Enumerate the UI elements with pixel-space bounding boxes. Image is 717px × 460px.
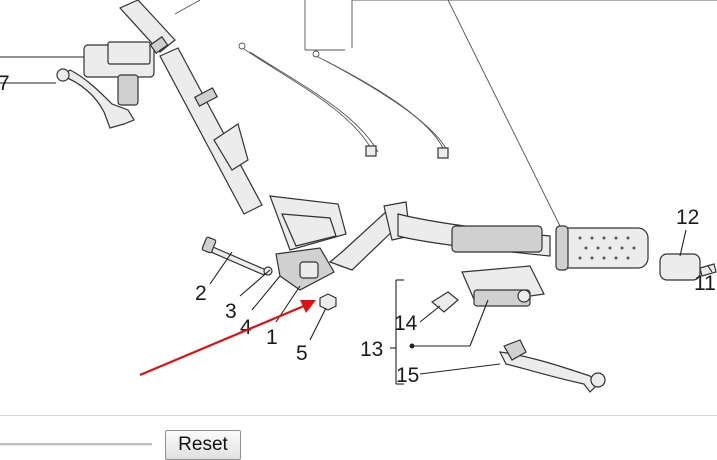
grip [555, 225, 649, 271]
lower-master-cylinder [430, 265, 606, 393]
callout-14: 14 [394, 312, 418, 335]
long-bolt [201, 236, 273, 276]
callout-2: 2 [195, 282, 207, 305]
control-cables [238, 42, 449, 159]
callout-4: 4 [240, 316, 252, 339]
callout-11: 11 [694, 272, 716, 295]
callout-labels: 7 2 3 4 1 5 12 11 14 13 15 [0, 72, 716, 387]
right-tube [328, 201, 551, 271]
reset-button[interactable]: Reset [165, 430, 241, 460]
control-bar: Reset [0, 415, 717, 460]
bar-end-weight [659, 253, 717, 281]
exploded-parts-diagram: 7 2 3 4 1 5 12 11 14 13 15 [0, 0, 717, 393]
red-pointer-arrow [139, 300, 316, 377]
callout-15: 15 [396, 364, 419, 387]
left-tube [118, 0, 263, 215]
center-bracket [269, 195, 347, 291]
leader-lines [0, 82, 713, 385]
frame-lines [174, 0, 717, 231]
callout-7: 7 [0, 72, 10, 95]
callout-12: 12 [676, 206, 699, 229]
callout-13: 13 [360, 338, 383, 361]
slider-track[interactable] [0, 443, 152, 446]
nut [319, 293, 337, 311]
callout-5: 5 [296, 342, 308, 365]
callout-3: 3 [225, 300, 237, 323]
upper-master-cylinder [0, 41, 155, 129]
callout-1: 1 [266, 326, 278, 349]
